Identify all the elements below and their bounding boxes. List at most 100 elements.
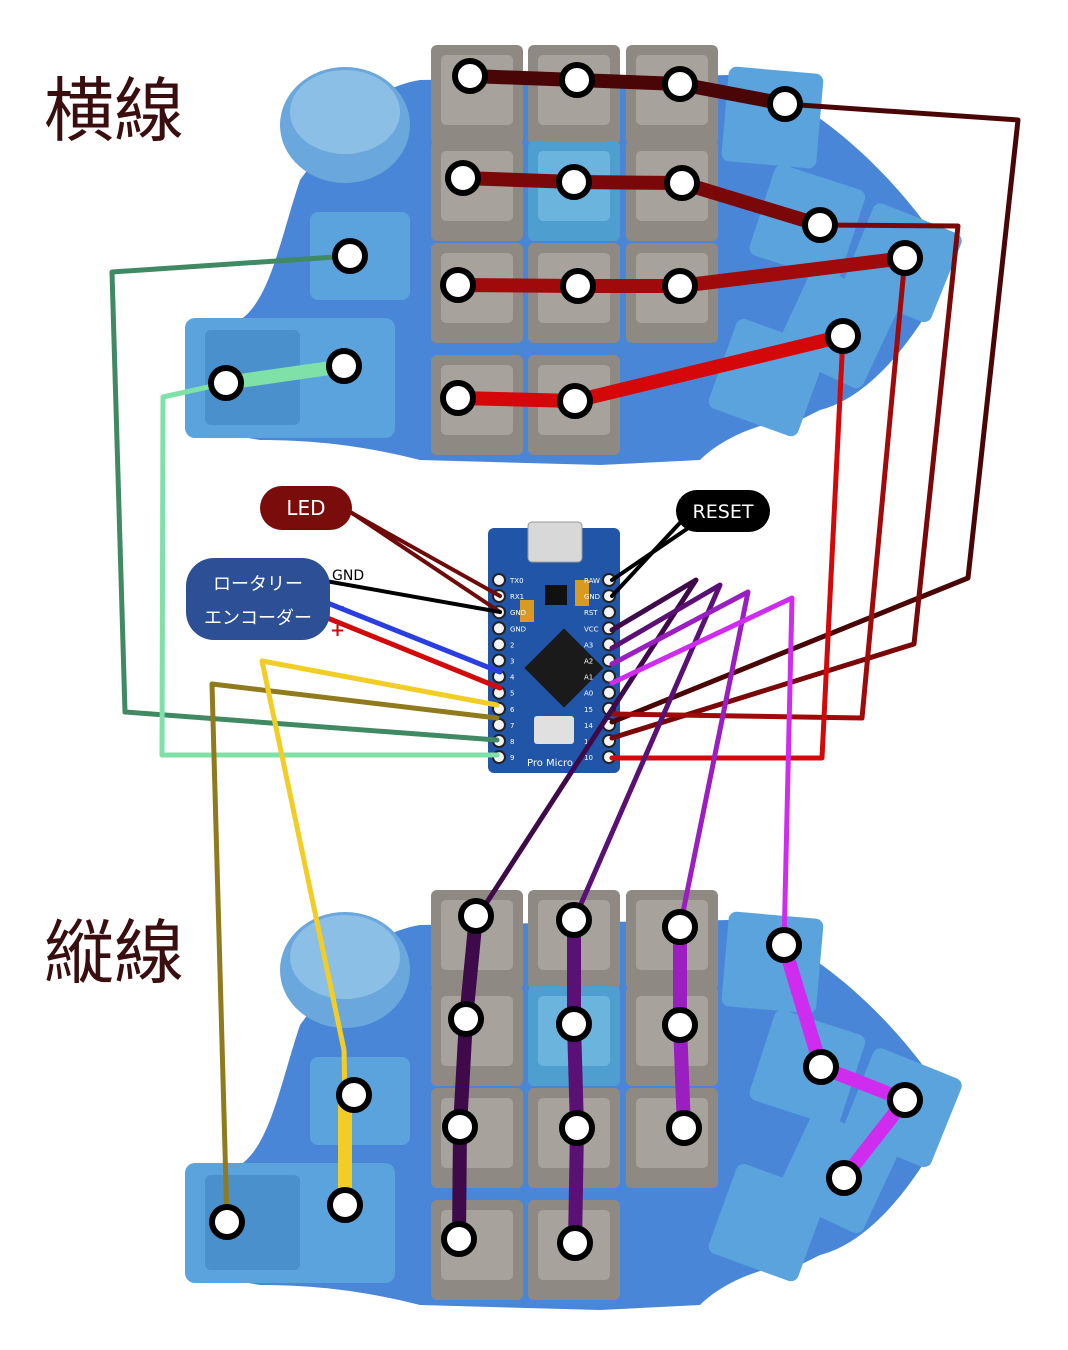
- title-columns: 縦線: [44, 912, 184, 994]
- pin-label-right: A2: [584, 658, 593, 666]
- pin-label-right: A0: [584, 690, 593, 698]
- row2-wire: [609, 222, 961, 741]
- row1-trace: [463, 69, 792, 111]
- rotary-knob-top: [290, 70, 400, 154]
- row3-trace: [451, 251, 912, 293]
- pin-label-right: VCC: [584, 625, 599, 633]
- encoder-a-wire: [109, 253, 500, 743]
- row2-trace: [456, 171, 827, 232]
- row3-wire: [609, 255, 908, 721]
- contact-dot: [556, 1006, 592, 1042]
- switch-contacts: [208, 58, 923, 1261]
- contact-dot: [662, 268, 698, 304]
- pin-right: [602, 685, 616, 700]
- minus-label: −: [332, 597, 345, 616]
- col4-trace: [777, 938, 912, 1185]
- contact-dot: [208, 365, 244, 401]
- row4-wire: [609, 333, 846, 761]
- contact-dot: [209, 1204, 245, 1240]
- pin-label-left: 5: [510, 690, 514, 698]
- led-wire-2: [348, 510, 502, 598]
- gnd-label: GND: [332, 568, 364, 584]
- rotary-encoder-label-bg: [186, 558, 330, 640]
- chip: [545, 585, 567, 605]
- pin-label-right: A1: [584, 674, 593, 682]
- usb-port: [527, 521, 583, 563]
- pin-label-right: GND: [584, 593, 600, 601]
- contact-dot: [445, 160, 481, 196]
- pin-right: [602, 669, 616, 684]
- contact-dot: [559, 62, 595, 98]
- pin-left: [492, 653, 506, 668]
- pin-label-right: RAW: [584, 577, 600, 585]
- rotary-encoder-label-line2: エンコーダー: [204, 608, 312, 629]
- contact-dot: [452, 58, 488, 94]
- contact-dot: [556, 164, 592, 200]
- contact-dot: [440, 380, 476, 416]
- plus-label: +: [330, 620, 345, 641]
- thumb-key: [708, 1164, 826, 1282]
- contact-dot: [767, 86, 803, 122]
- contact-dot: [326, 348, 362, 384]
- col2-wire: [571, 582, 723, 923]
- pin-label-right: A3: [584, 641, 593, 649]
- reset-label-bg: [676, 490, 770, 532]
- contact-dot: [664, 165, 700, 201]
- title-rows: 横線: [44, 70, 184, 152]
- thumb-key: [721, 66, 824, 169]
- pin-label-right: RST: [584, 609, 598, 617]
- reset-label: RESET: [676, 490, 770, 532]
- microcontroller: [524, 628, 604, 708]
- contact-dot: [802, 207, 838, 243]
- yellow-wire: [259, 658, 500, 1103]
- contact-dot: [442, 1109, 478, 1145]
- contact-dot: [826, 1160, 862, 1196]
- contact-dot: [887, 240, 923, 276]
- capacitor: [520, 600, 534, 622]
- olive-wire: [209, 681, 500, 1225]
- contact-dot: [662, 909, 698, 945]
- contact-dot: [557, 1225, 593, 1261]
- pin-label-right: 15: [584, 706, 593, 714]
- rotary-encoder-label-line1: ロータリー: [213, 574, 303, 595]
- contact-dot: [557, 383, 593, 419]
- contact-dot: [332, 238, 368, 274]
- encoder-b-wire: [159, 380, 500, 758]
- contact-dot: [441, 1221, 477, 1257]
- led-label-text: LED: [286, 496, 325, 520]
- col4-wire: [609, 595, 795, 948]
- pin-label-left: 7: [510, 722, 514, 730]
- contact-dot: [766, 927, 802, 963]
- contact-dot: [458, 898, 494, 934]
- contact-dot: [448, 1001, 484, 1037]
- pin-label-left: TX0: [509, 577, 524, 585]
- col2-trace: [567, 913, 584, 1250]
- pin-label-left: 6: [510, 706, 515, 714]
- pin-label-left: 4: [510, 674, 515, 682]
- pin-label-left: GND: [510, 625, 526, 633]
- contact-dot: [825, 318, 861, 354]
- col1-wire: [475, 577, 699, 919]
- encoder-trace-top: [219, 359, 351, 390]
- contact-dot: [887, 1082, 923, 1118]
- pin-left: [492, 637, 506, 652]
- contact-dot: [556, 902, 592, 938]
- contact-dot: [560, 268, 596, 304]
- led-label-bg: [260, 486, 352, 530]
- thumb-key: [721, 911, 824, 1014]
- pro-micro-board: TX0RX1GNDGND23456789RAWGNDRSTVCCA3A2A1A0…: [488, 521, 620, 773]
- reset-label-text: RESET: [693, 501, 754, 523]
- contact-dot: [662, 66, 698, 102]
- minus-wire: [317, 597, 503, 675]
- contact-dot: [559, 1110, 595, 1146]
- contact-dot: [327, 1187, 363, 1223]
- crystal: [534, 716, 574, 744]
- contact-dot: [662, 1007, 698, 1043]
- rotary-knob-top: [290, 915, 400, 999]
- contact-dot: [803, 1049, 839, 1085]
- pin-label-left: RX1: [510, 593, 524, 601]
- pin-label-left: 8: [510, 738, 514, 746]
